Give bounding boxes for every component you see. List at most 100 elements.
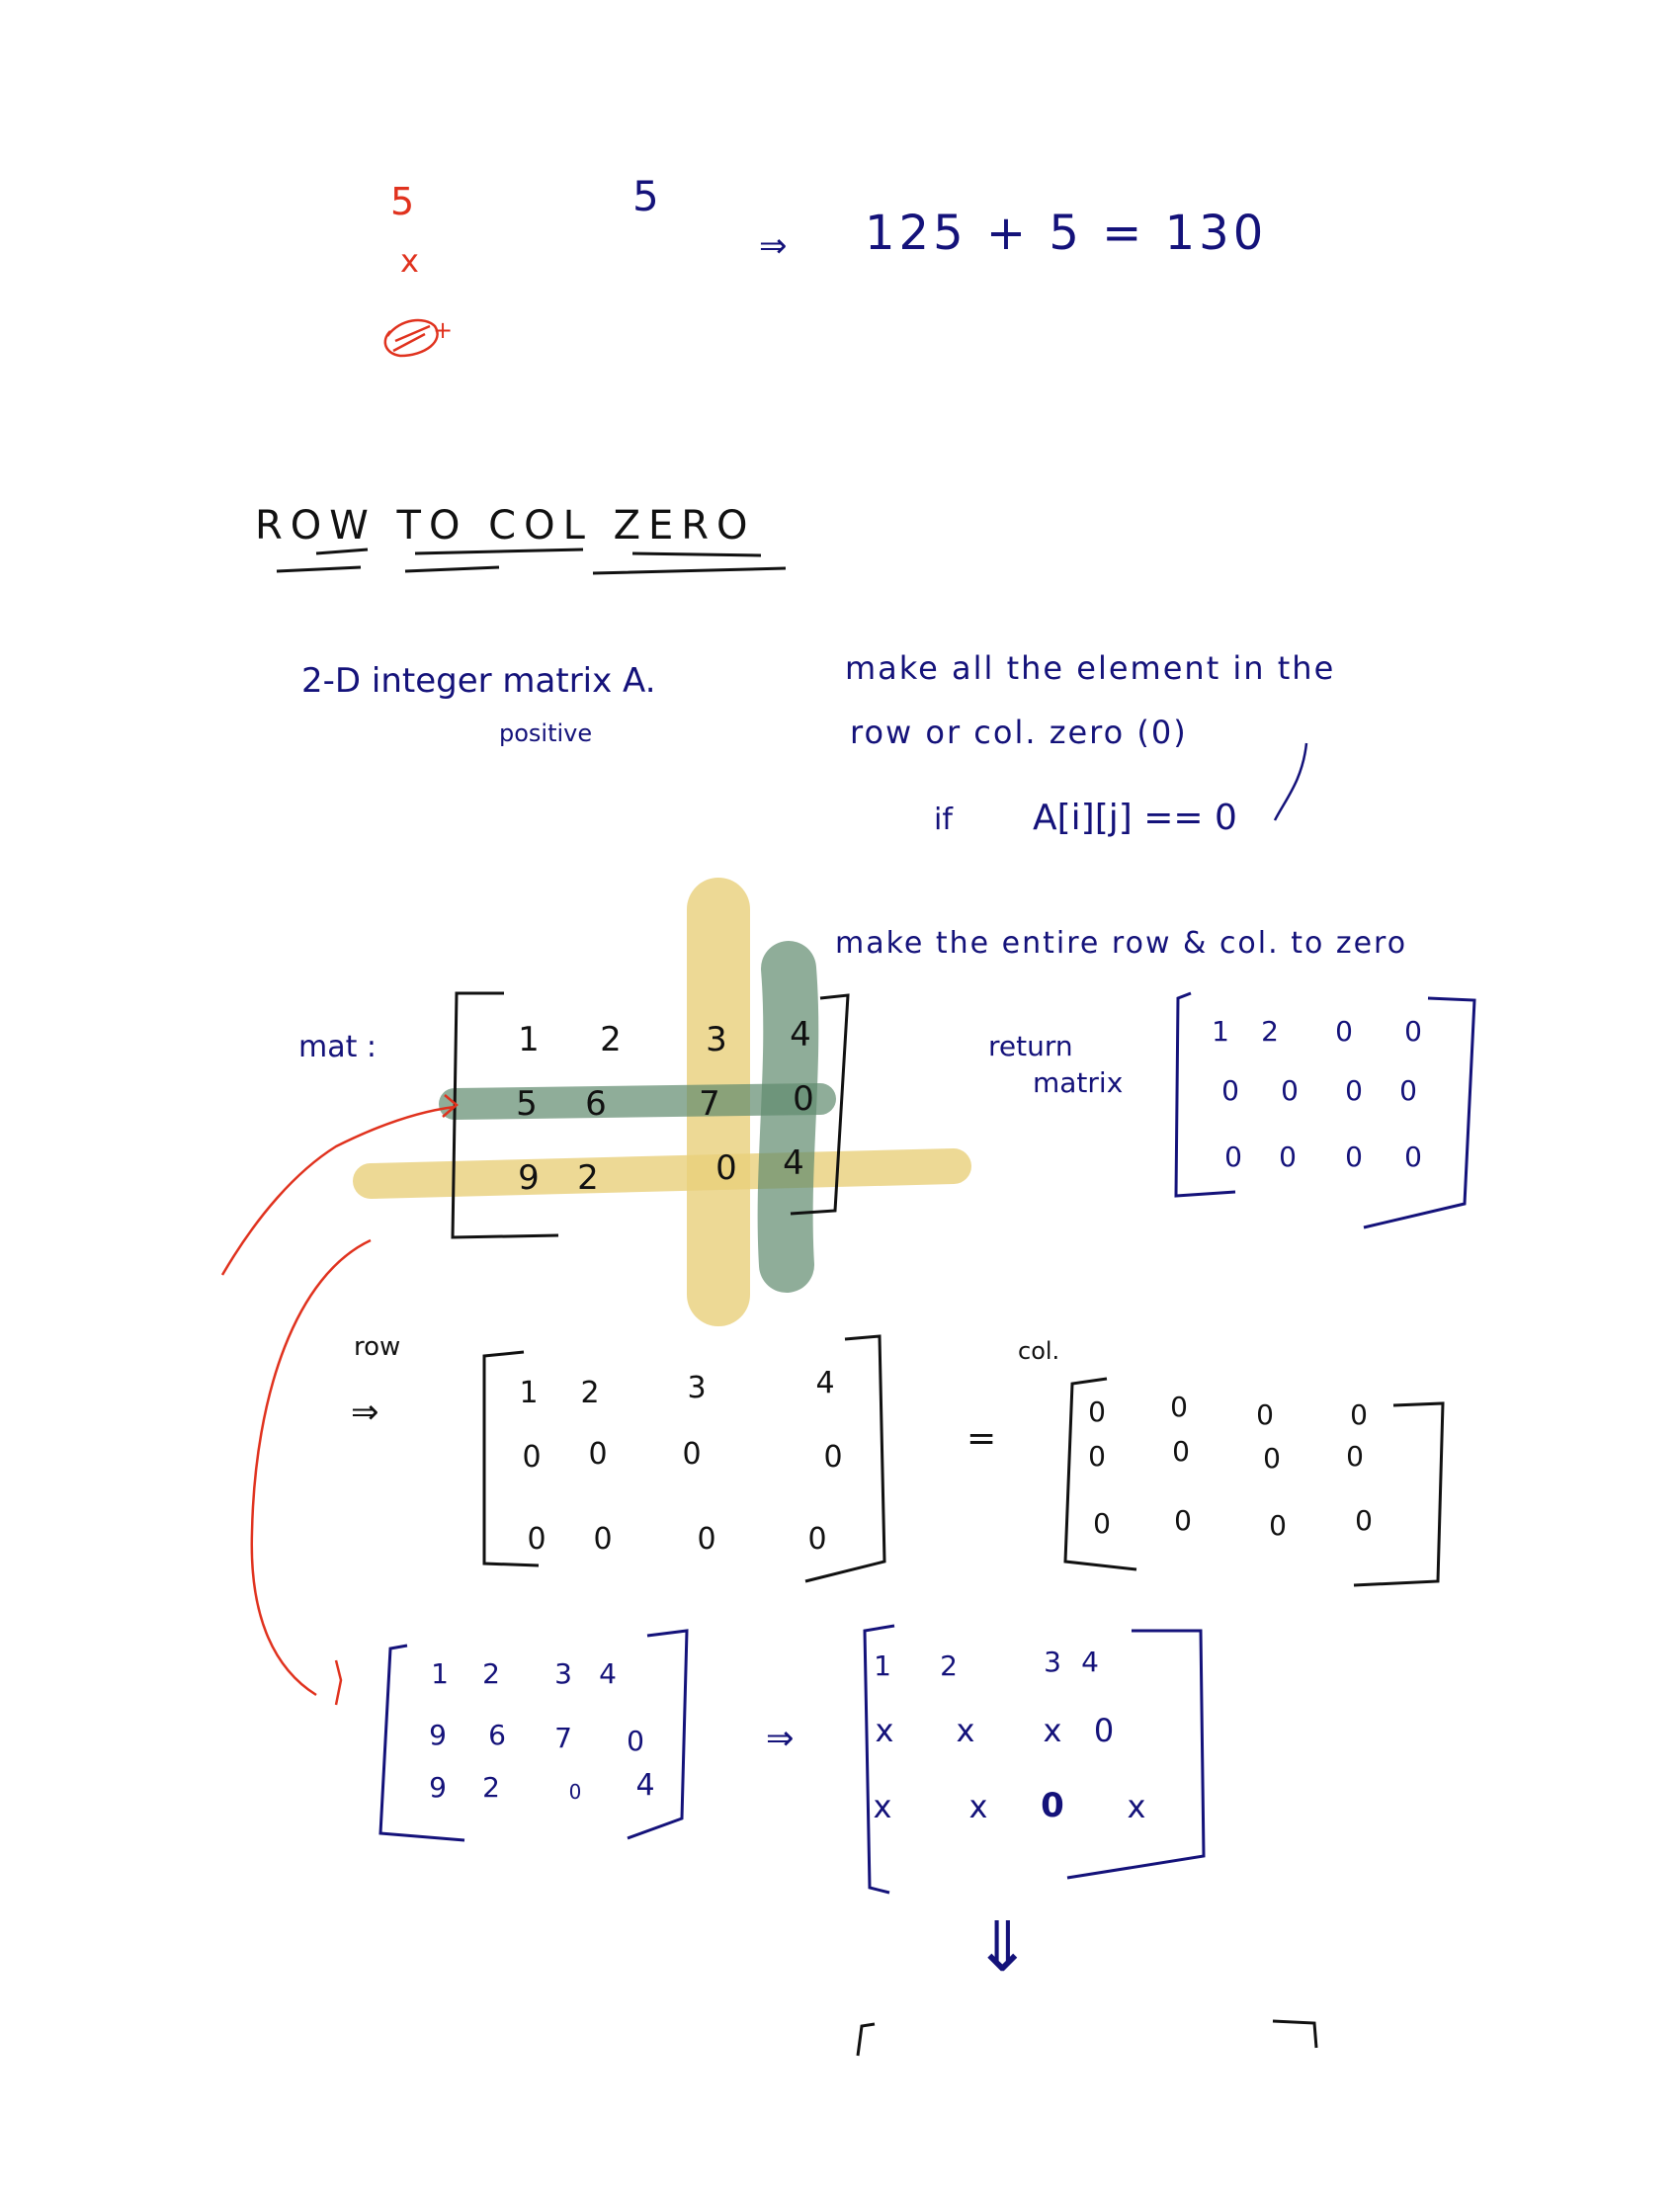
green-column-highlight xyxy=(757,941,819,1293)
equals-sign: = xyxy=(966,1418,997,1459)
mat-cell: 0 xyxy=(715,1148,737,1188)
input-cell: 9 xyxy=(429,1771,447,1804)
mat-cell: 4 xyxy=(790,1015,811,1055)
row-cell: 0 xyxy=(823,1440,843,1475)
row-cell: 0 xyxy=(588,1437,608,1472)
input-cell: 6 xyxy=(488,1719,506,1751)
output-cell: 2 xyxy=(940,1649,958,1682)
output-cell: x xyxy=(968,1788,988,1825)
problem-if: if xyxy=(934,803,953,837)
row-cell: 0 xyxy=(697,1522,716,1557)
mat-cell: 2 xyxy=(600,1020,622,1059)
row-bracket-left xyxy=(482,1350,540,1567)
return-cell: 0 xyxy=(1404,1015,1422,1048)
row-cell: 0 xyxy=(527,1522,546,1557)
return-cell: 0 xyxy=(1345,1074,1363,1107)
mat-cell: 3 xyxy=(706,1020,727,1059)
col-cell: 0 xyxy=(1269,1509,1287,1542)
problem-positive: positive xyxy=(499,719,593,747)
output-bracket-left xyxy=(863,1624,895,1895)
mat-cell: 7 xyxy=(699,1084,720,1124)
return-cell: 2 xyxy=(1261,1015,1279,1048)
condition-pointer xyxy=(1273,742,1308,821)
row-cell: 0 xyxy=(593,1522,613,1557)
red-five: 5 xyxy=(390,180,415,223)
input-bracket-right xyxy=(627,1629,689,1840)
mat-cell: 1 xyxy=(518,1020,540,1059)
output-cell: x xyxy=(1043,1712,1062,1749)
problem-condition: A[i][j] == 0 xyxy=(1033,798,1237,838)
down-arrow: ⇓ xyxy=(973,1906,1032,1987)
col-step-label: col. xyxy=(1018,1337,1060,1365)
row-step-arrow: ⇒ xyxy=(351,1393,379,1432)
red-plus: + xyxy=(433,316,454,344)
title-underline-to xyxy=(404,548,584,573)
implies-arrow-top: ⇒ xyxy=(759,226,788,266)
mat-cell: 9 xyxy=(518,1158,540,1198)
output-cell: x xyxy=(873,1788,892,1825)
blue-five: 5 xyxy=(632,172,659,220)
mat-label: mat : xyxy=(298,1030,378,1064)
input-cell: 2 xyxy=(482,1771,500,1804)
mat-bracket-left xyxy=(451,991,559,1239)
implies-arrow-mid: ⇒ xyxy=(766,1719,795,1758)
return-label-line2: matrix xyxy=(1033,1066,1124,1099)
red-scribble xyxy=(383,318,439,358)
row-cell: 0 xyxy=(522,1440,542,1475)
output-cell: 3 xyxy=(1044,1646,1061,1678)
bottom-bracket-left xyxy=(856,2022,876,2057)
output-cell: 0 xyxy=(1041,1786,1064,1825)
red-arrow-down xyxy=(250,1238,372,1697)
mat-bracket-right xyxy=(790,993,850,1216)
green-row-highlight xyxy=(439,1083,836,1120)
output-cell: x xyxy=(1127,1788,1146,1825)
col-cell: 0 xyxy=(1170,1391,1188,1423)
mat-cell: 4 xyxy=(783,1143,804,1183)
output-cell: x xyxy=(875,1712,894,1749)
col-cell: 0 xyxy=(1088,1395,1106,1428)
yellow-row-highlight xyxy=(353,1148,971,1199)
return-cell: 0 xyxy=(1404,1141,1422,1173)
return-cell: 1 xyxy=(1212,1015,1229,1048)
mat-cell: 6 xyxy=(585,1084,607,1124)
red-arrow-head-2 xyxy=(334,1659,343,1706)
col-cell: 0 xyxy=(1355,1504,1373,1537)
output-cell: 4 xyxy=(1081,1646,1099,1678)
bottom-bracket-right xyxy=(1272,2019,1318,2049)
col-cell: 0 xyxy=(1174,1504,1192,1537)
return-cell: 0 xyxy=(1221,1074,1239,1107)
return-cell: 0 xyxy=(1335,1015,1353,1048)
row-cell: 0 xyxy=(807,1522,827,1557)
return-cell: 0 xyxy=(1224,1141,1242,1173)
red-x: x xyxy=(400,242,419,280)
row-cell: 4 xyxy=(815,1366,835,1400)
mat-cell: 5 xyxy=(516,1084,538,1124)
mat-cell: 0 xyxy=(793,1079,814,1119)
row-step-label: row xyxy=(354,1332,401,1362)
title-underline-row xyxy=(276,548,369,573)
output-cell: 0 xyxy=(1093,1712,1115,1749)
equation-130: 125 + 5 = 130 xyxy=(865,206,1268,261)
instruction-text: make the entire row & col. to zero xyxy=(835,926,1408,961)
col-bracket-left xyxy=(1063,1377,1137,1571)
row-cell: 3 xyxy=(687,1371,707,1405)
col-cell: 0 xyxy=(1088,1440,1106,1473)
input-cell: 4 xyxy=(635,1768,655,1803)
input-cell: 0 xyxy=(627,1725,644,1757)
col-cell: 0 xyxy=(1346,1440,1364,1473)
row-cell: 0 xyxy=(682,1437,702,1472)
row-cell: 2 xyxy=(580,1376,600,1410)
col-cell: 0 xyxy=(1350,1398,1368,1431)
col-bracket-right xyxy=(1353,1401,1445,1587)
output-cell: 1 xyxy=(874,1649,891,1682)
red-arrow-head-1 xyxy=(442,1094,459,1118)
output-bracket-right xyxy=(1066,1629,1206,1880)
input-cell: 4 xyxy=(599,1657,617,1690)
return-cell: 0 xyxy=(1345,1141,1363,1173)
return-bracket-right xyxy=(1363,996,1476,1229)
col-cell: 0 xyxy=(1093,1507,1111,1540)
input-cell: 3 xyxy=(554,1657,572,1690)
col-cell: 0 xyxy=(1256,1398,1274,1431)
red-arrow-to-row xyxy=(220,1105,456,1276)
